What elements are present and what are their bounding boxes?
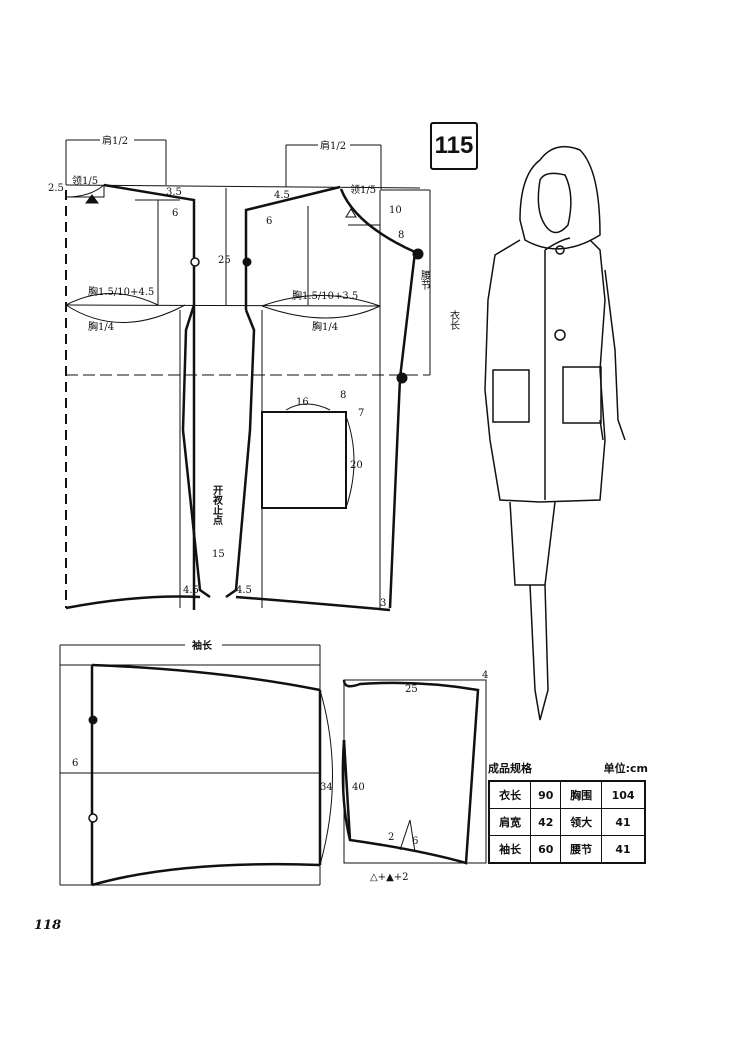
label-neck-formula: △+▲+2	[370, 872, 409, 883]
label-waist: 腰节	[419, 270, 431, 291]
sleeve-pattern	[59, 644, 333, 887]
label-sleeve-width: 34	[320, 782, 333, 793]
label-extension: 3	[380, 598, 386, 609]
label-pocket-top: 8	[340, 390, 346, 401]
spec-table: 衣长 90 胸围 104 肩宽 42 领大 41 袖长 60 腰节 41	[488, 780, 646, 864]
label-dart-length: 6	[412, 836, 418, 847]
label-back-quarter: 胸1/4	[88, 320, 114, 333]
fashion-illustration	[484, 145, 626, 721]
label-hood-height: 40	[352, 782, 365, 793]
spec-cell: 胸围	[560, 780, 603, 809]
label-neck-curve: 8	[398, 230, 404, 241]
label-vent-stop: 开衩止点	[211, 485, 224, 526]
spec-cell: 90	[530, 780, 562, 809]
spec-cell: 领大	[560, 808, 603, 836]
spec-cell: 41	[601, 808, 646, 836]
page-number: 118	[34, 918, 62, 933]
label-pocket-width: 16	[296, 397, 309, 408]
spec-cell: 衣长	[488, 780, 532, 809]
spec-cell: 41	[601, 835, 646, 864]
label-front-armhole: 6	[266, 216, 272, 227]
label-coat-length: 衣长	[448, 309, 460, 330]
label-sleeve-length: 袖长	[191, 639, 213, 652]
hood-pattern	[341, 679, 487, 865]
label-cap-height: 6	[72, 758, 78, 769]
spec-cell: 袖长	[488, 835, 532, 864]
label-back-collar: 领1/5	[72, 174, 98, 187]
table-row: 肩宽 42 领大 41	[488, 808, 646, 836]
label-back-armhole: 6	[172, 208, 178, 219]
label-hood-top: 25	[405, 684, 418, 695]
label-pocket-side: 7	[358, 408, 364, 419]
label-hood-offset: 4	[482, 670, 488, 681]
spec-cell: 腰节	[560, 835, 603, 864]
table-row: 衣长 90 胸围 104	[488, 780, 646, 809]
label-neck-depth: 10	[389, 205, 402, 216]
label-vent-length: 15	[212, 549, 225, 560]
label-dart-width: 2	[388, 832, 394, 843]
table-row: 袖长 60 腰节 41	[488, 835, 646, 864]
label-pocket-height: 20	[350, 460, 363, 471]
label-front-shoulder: 肩1/2	[320, 139, 346, 152]
spec-cell: 肩宽	[488, 808, 532, 836]
spec-table-block: 成品规格 单位:cm 衣长 90 胸围 104 肩宽 42 领大 41 袖长 6…	[488, 760, 648, 864]
label-back-chest: 胸1.5/10+4.5	[88, 285, 154, 298]
spec-title: 成品规格	[488, 762, 532, 775]
spec-cell: 104	[601, 780, 646, 809]
pattern-number-badge: 115	[430, 122, 478, 170]
label-back-shoulder: 肩1/2	[102, 134, 128, 147]
spec-cell: 42	[530, 808, 562, 836]
label-back-drop: 3.5	[166, 187, 182, 198]
spec-unit: 单位:cm	[603, 762, 648, 775]
label-front-chest: 胸1.5/10+3.5	[292, 289, 358, 302]
bodice-pattern	[65, 139, 431, 612]
label-front-drop: 4.5	[274, 190, 290, 201]
label-neck-rise: 2.5	[48, 183, 64, 194]
label-armhole-depth: 25	[218, 255, 231, 266]
label-front-quarter: 胸1/4	[312, 320, 338, 333]
label-hem-back: 4.5	[183, 585, 199, 596]
label-hem-front: 4.5	[236, 585, 252, 596]
spec-cell: 60	[530, 835, 562, 864]
label-front-collar: 领1/5	[350, 183, 376, 196]
